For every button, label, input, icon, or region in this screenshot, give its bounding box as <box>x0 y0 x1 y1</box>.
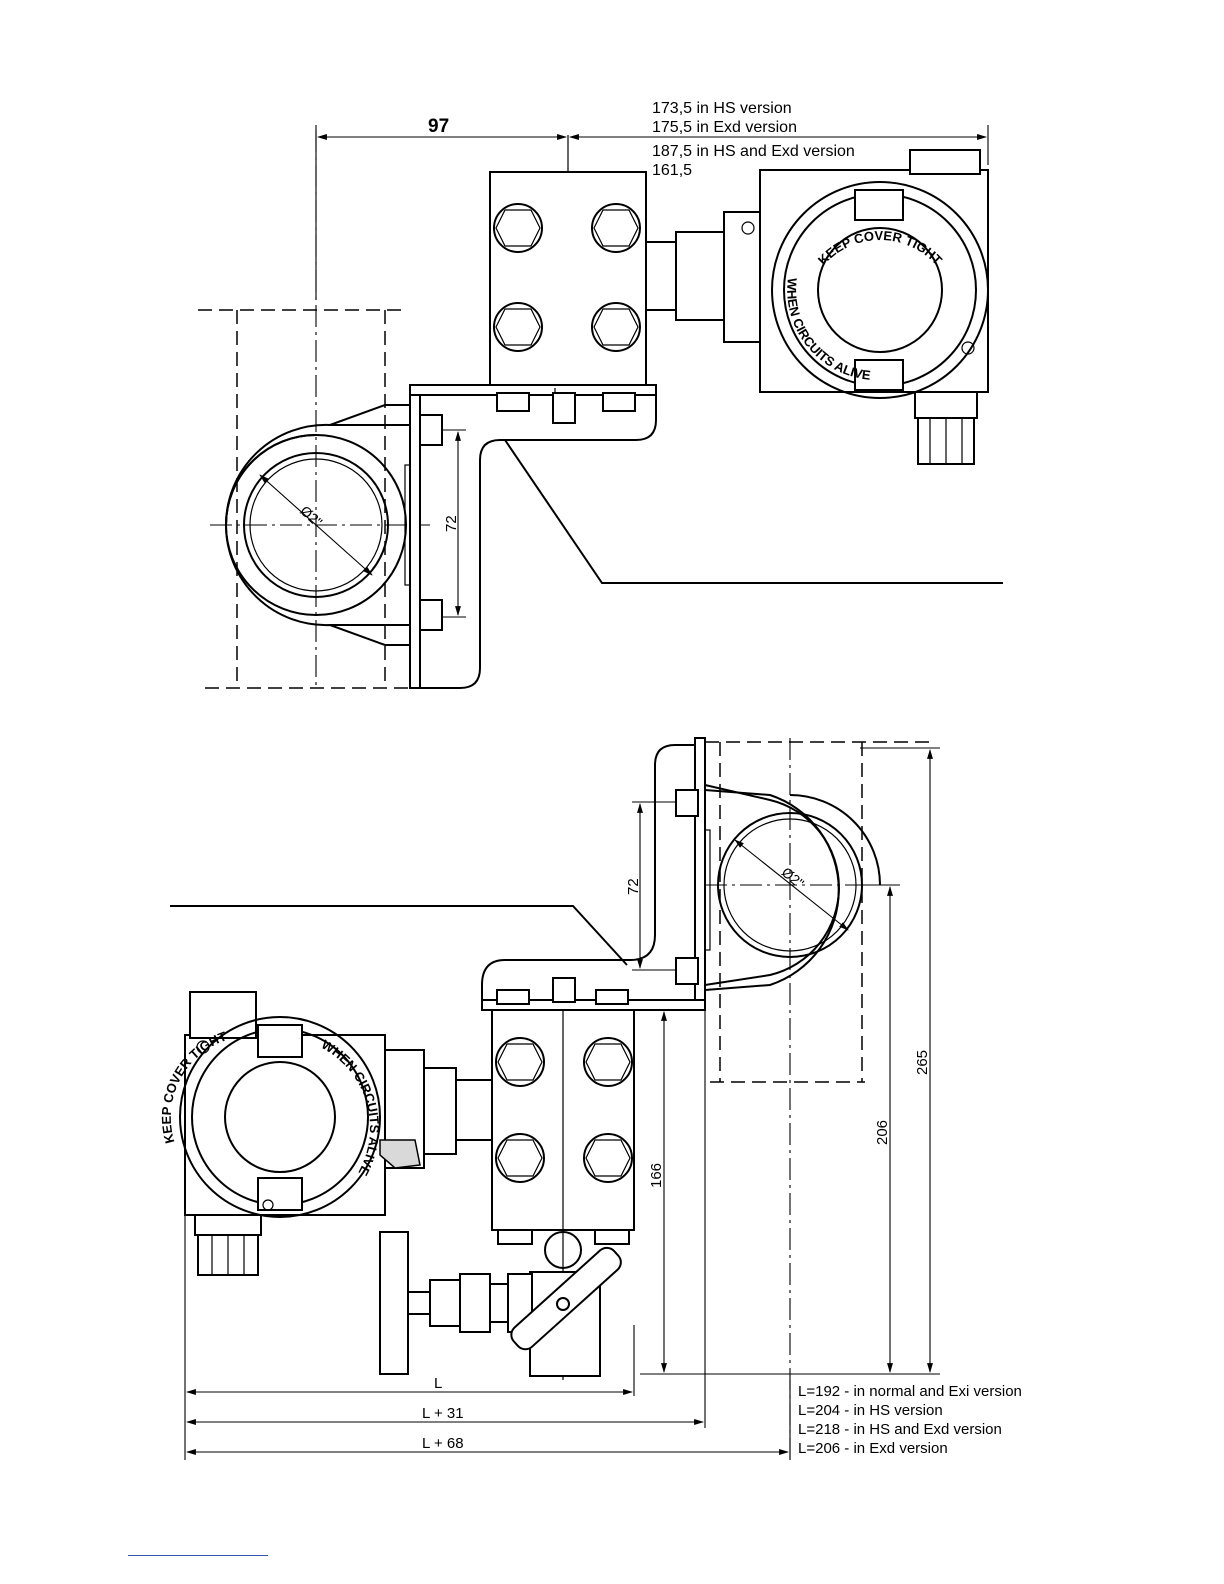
top-sensor-body <box>489 135 647 386</box>
legend-line: L=218 - in HS and Exd version <box>798 1421 1002 1438</box>
legend-line: L=192 - in normal and Exi version <box>798 1383 1022 1400</box>
legend-line: L=206 - in Exd version <box>798 1440 948 1457</box>
top-dim-97: 97 <box>315 116 989 300</box>
dim-265-label: 265 <box>914 1050 931 1075</box>
dim-L-label: L <box>434 1375 442 1392</box>
top-note-line: 187,5 in HS and Exd version <box>652 143 855 160</box>
top-pipe-dashed-outline <box>198 130 430 690</box>
dim-L68-label: L + 68 <box>422 1435 464 1452</box>
top-transmitter-housing: KEEP COVER TIGHT WHEN CIRCUITS ALIVE <box>741 149 989 465</box>
dim-166-label: 166 <box>648 1163 665 1188</box>
bottom-bracket <box>481 737 711 1011</box>
bottom-leader-line <box>170 905 628 966</box>
top-pipe-diameter-label: Ø2" <box>297 502 325 530</box>
top-dim-72: 72 <box>442 429 466 618</box>
top-view: Ø2" 72 <box>198 100 1003 690</box>
bottom-horizontal-dims: L L + 31 L + 68 <box>184 1010 791 1460</box>
top-note-line: 175,5 in Exd version <box>652 119 797 136</box>
bottom-pipe: Ø2" <box>704 784 881 991</box>
footer-rule <box>128 1555 268 1556</box>
bottom-valve-manifold <box>379 1229 630 1377</box>
bottom-transmitter-housing: KEEP COVER TIGHT WHEN CIRCUITS ALIVE <box>159 991 421 1276</box>
length-legend: L=192 - in normal and Exi version L=204 … <box>798 1383 1022 1457</box>
bottom-vertical-dims: 265 206 166 <box>630 747 940 1375</box>
bottom-dim-72: 72 <box>625 801 676 971</box>
dim-206-label: 206 <box>874 1120 891 1145</box>
bottom-sensor-body <box>491 1009 635 1380</box>
top-version-notes: 173,5 in HS version 175,5 in Exd version… <box>652 100 855 179</box>
top-dim-72-label: 72 <box>443 515 460 532</box>
top-note-line: 173,5 in HS version <box>652 100 792 117</box>
bottom-pipe-diameter-label: Ø2" <box>779 864 807 891</box>
bottom-dim-72-label: 72 <box>625 878 642 895</box>
dim-L31-label: L + 31 <box>422 1405 464 1422</box>
top-bracket <box>404 384 657 689</box>
bottom-view: Ø2" 72 <box>159 737 1022 1460</box>
top-note-line: 161,5 <box>652 162 692 179</box>
top-leader-line <box>504 439 1003 584</box>
top-dim-97-label: 97 <box>428 116 449 137</box>
top-pipe: Ø2" <box>225 404 410 646</box>
bottom-pipe-dashed-outline <box>705 738 930 1460</box>
legend-line: L=204 - in HS version <box>798 1402 943 1419</box>
top-neck <box>645 211 781 343</box>
